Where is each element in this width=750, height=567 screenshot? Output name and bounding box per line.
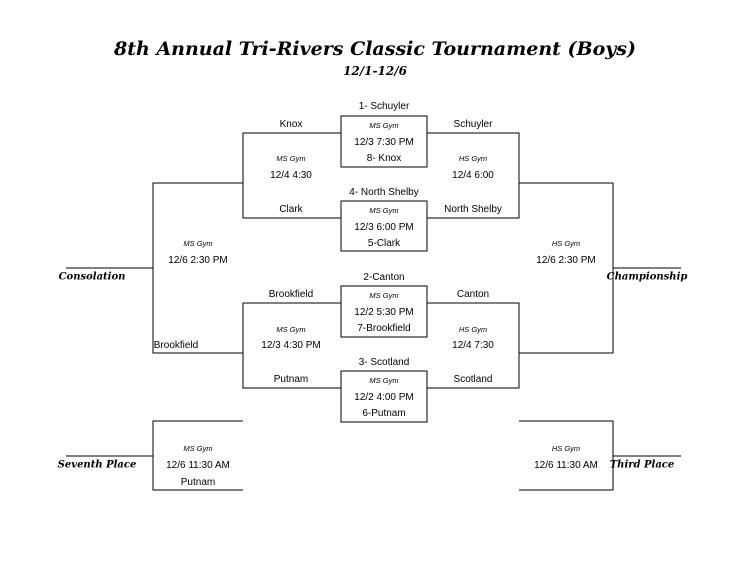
right-semi-bottom-venue: HS Gym	[458, 325, 488, 334]
page-title: 8th Annual Tri-Rivers Classic Tournament…	[114, 38, 636, 60]
right-semi-top-bracket	[427, 132, 520, 219]
left-semi-top-team-2: Clark	[279, 204, 303, 215]
game-1-bottom-seed: 8- Knox	[366, 153, 402, 164]
third-bracket	[519, 420, 614, 491]
consolation-label: Consolation	[58, 271, 126, 283]
game-2-time: 12/3 6:00 PM	[354, 222, 414, 233]
left-semi-bottom-venue: MS Gym	[276, 325, 306, 334]
game-3-bottom-seed: 7-Brookfield	[357, 323, 411, 334]
game-3-top-seed: 2-Canton	[363, 272, 405, 283]
right-semi-top-team-1: Schuyler	[453, 119, 493, 130]
right-semi-bottom-time: 12/4 7:30	[452, 340, 494, 351]
game-1-venue: MS Gym	[369, 121, 399, 130]
game-2-venue: MS Gym	[369, 206, 399, 215]
right-semi-bottom-team-2: Scotland	[453, 374, 493, 385]
game-box-3	[340, 285, 428, 338]
left-semi-top-bracket	[242, 132, 341, 219]
tournament-dates: 12/1-12/6	[343, 64, 407, 78]
left-semi-top-time: 12/4 4:30	[270, 170, 312, 181]
right-semi-top-team-2: North Shelby	[444, 204, 502, 215]
consolation-bracket	[152, 182, 243, 354]
game-box-1	[340, 115, 428, 168]
left-semi-bottom-team-1: Brookfield	[268, 289, 314, 300]
game-box-4	[340, 370, 428, 423]
third-venue: HS Gym	[551, 444, 581, 453]
seventh-time: 12/6 11:30 AM	[166, 460, 230, 471]
championship-venue: HS Gym	[551, 239, 581, 248]
championship-time: 12/6 2:30 PM	[536, 255, 596, 266]
consolation-time: 12/6 2:30 PM	[168, 255, 228, 266]
third-time: 12/6 11:30 AM	[534, 460, 598, 471]
game-1-top-seed: 1- Schuyler	[358, 101, 410, 112]
game-1-time: 12/3 7:30 PM	[354, 137, 414, 148]
third-label: Third Place	[609, 459, 675, 471]
game-3-time: 12/2 5:30 PM	[354, 307, 414, 318]
seventh-team: Putnam	[180, 477, 216, 488]
seventh-venue: MS Gym	[183, 444, 213, 453]
seventh-label: Seventh Place	[57, 459, 137, 471]
game-2-bottom-seed: 5-Clark	[367, 238, 401, 249]
game-4-venue: MS Gym	[369, 376, 399, 385]
left-semi-bottom-bracket	[242, 302, 341, 389]
game-4-time: 12/2 4:00 PM	[354, 392, 414, 403]
championship-bracket	[519, 182, 614, 354]
right-semi-bottom-bracket	[427, 302, 520, 389]
right-semi-top-time: 12/4 6:00	[452, 170, 494, 181]
consolation-team: Brookfield	[153, 340, 199, 351]
game-2-top-seed: 4- North Shelby	[349, 187, 419, 198]
left-semi-top-venue: MS Gym	[276, 154, 306, 163]
right-semi-bottom-team-1: Canton	[456, 289, 490, 300]
game-3-venue: MS Gym	[369, 291, 399, 300]
right-semi-top-venue: HS Gym	[458, 154, 488, 163]
left-semi-bottom-time: 12/3 4:30 PM	[261, 340, 321, 351]
left-semi-bottom-team-2: Putnam	[273, 374, 309, 385]
game-4-bottom-seed: 6-Putnam	[362, 408, 406, 419]
game-4-top-seed: 3- Scotland	[358, 357, 410, 368]
championship-label: Championship	[606, 271, 688, 283]
left-semi-top-team-1: Knox	[279, 119, 303, 130]
consolation-venue: MS Gym	[183, 239, 213, 248]
game-box-2	[340, 200, 428, 252]
